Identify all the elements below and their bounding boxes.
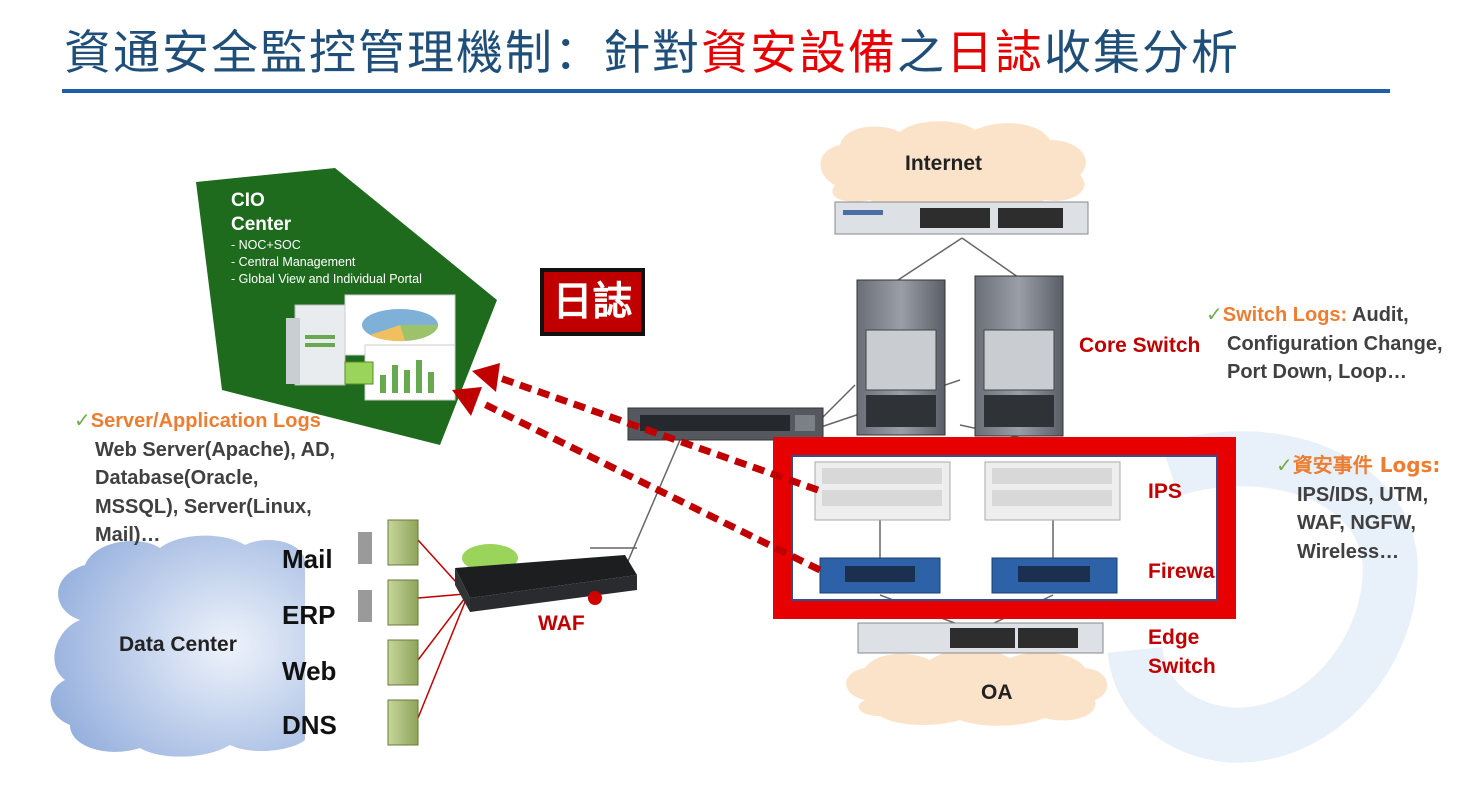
security-logs-line-3: Wireless… bbox=[1297, 540, 1400, 563]
mail-server-icon bbox=[358, 519, 419, 566]
server-logs-line-1: Web Server(Apache), AD, bbox=[95, 438, 336, 461]
log-badge-label: 日誌 bbox=[544, 272, 641, 332]
check-icon: ✓ bbox=[1206, 304, 1223, 326]
switch-logs-first: Audit, bbox=[1347, 304, 1409, 326]
datacenter-servers bbox=[358, 519, 419, 746]
edge-switch bbox=[857, 622, 1104, 654]
core-switch-right bbox=[974, 275, 1064, 437]
security-logs-title: 資安事件 Logs: bbox=[1292, 453, 1441, 477]
server-name-mail: Mail bbox=[282, 544, 333, 574]
ips-appliance-left bbox=[814, 461, 951, 521]
log-flow-arrows bbox=[452, 363, 822, 574]
cio-server-icon bbox=[286, 304, 346, 386]
datacenter-label: Data Center bbox=[119, 633, 237, 656]
server-logs-note: ✓Server/Application Logs Web Server(Apac… bbox=[74, 407, 335, 550]
cio-item-1: - NOC+SOC bbox=[231, 238, 301, 252]
internet-switch bbox=[834, 201, 1089, 235]
waf-appliance bbox=[455, 544, 637, 612]
waf-server-links bbox=[417, 539, 466, 719]
security-logs-note: ✓資安事件 Logs: IPS/IDS, UTM, WAF, NGFW, Wir… bbox=[1276, 451, 1440, 566]
waf-label: WAF bbox=[538, 612, 585, 635]
title-part-5: 收集分析 bbox=[1044, 26, 1240, 81]
core-switch-label: Core Switch bbox=[1079, 334, 1201, 357]
check-icon: ✓ bbox=[74, 410, 91, 432]
server-name-web: Web bbox=[282, 656, 337, 686]
oa-cloud bbox=[846, 649, 1108, 726]
title-part-1: 資通安全監控管理機制：針對 bbox=[64, 26, 701, 81]
page-title: 資通安全監控管理機制：針對資安設備之日誌收集分析 bbox=[64, 14, 1240, 83]
cio-title-2: Center bbox=[231, 214, 292, 235]
cio-item-2: - Central Management bbox=[231, 255, 356, 269]
edge-switch-label-2: Switch bbox=[1148, 655, 1216, 678]
firewall-appliance-right bbox=[991, 557, 1118, 594]
log-badge: 日誌 bbox=[540, 268, 645, 336]
switch-logs-line-2: Port Down, Loop… bbox=[1227, 361, 1407, 383]
title-part-4: 日誌 bbox=[946, 26, 1044, 81]
security-logs-line-1: IPS/IDS, UTM, bbox=[1297, 483, 1429, 506]
cio-item-3: - Global View and Individual Portal bbox=[231, 272, 422, 286]
web-server-icon bbox=[387, 639, 419, 686]
dns-server-icon bbox=[387, 699, 419, 746]
firewall-label: Firewa bbox=[1148, 560, 1215, 583]
erp-server-icon bbox=[358, 579, 419, 626]
server-name-erp: ERP bbox=[282, 600, 336, 630]
internet-label: Internet bbox=[905, 152, 983, 175]
firewall-appliance-left bbox=[819, 557, 941, 594]
oa-label: OA bbox=[981, 681, 1013, 704]
title-part-2: 資安設備 bbox=[701, 26, 897, 81]
check-icon: ✓ bbox=[1276, 455, 1293, 477]
title-underline bbox=[62, 89, 1390, 93]
server-logs-line-2: Database(Oracle, bbox=[95, 467, 259, 489]
switch-logs-line-1: Configuration Change, bbox=[1227, 332, 1443, 355]
internet-cloud bbox=[820, 121, 1086, 209]
switch-logs-note: ✓Switch Logs: Audit, Configuration Chang… bbox=[1206, 301, 1443, 387]
cio-title-1: CIO bbox=[231, 190, 265, 211]
switch-logs-title: Switch Logs: bbox=[1222, 304, 1348, 326]
server-logs-title: Server/Application Logs bbox=[90, 410, 321, 432]
ips-label: IPS bbox=[1148, 480, 1182, 503]
security-logs-line-2: WAF, NGFW, bbox=[1297, 512, 1416, 534]
datacenter-cloud bbox=[50, 535, 305, 757]
server-logs-line-3: MSSQL), Server(Linux, bbox=[95, 495, 312, 518]
security-devices-inner-border bbox=[791, 455, 1218, 601]
server-logs-line-4: Mail)… bbox=[95, 524, 161, 546]
core-switch-left bbox=[856, 279, 946, 436]
ips-appliance-right bbox=[984, 461, 1121, 521]
cio-report-bars bbox=[344, 344, 456, 401]
edge-switch-label-1: Edge bbox=[1148, 626, 1200, 649]
title-part-3: 之 bbox=[897, 26, 946, 81]
distribution-switch bbox=[627, 407, 824, 441]
background-watermark bbox=[1107, 431, 1418, 763]
security-devices-highlight bbox=[773, 437, 1236, 619]
server-name-dns: DNS bbox=[282, 710, 337, 740]
